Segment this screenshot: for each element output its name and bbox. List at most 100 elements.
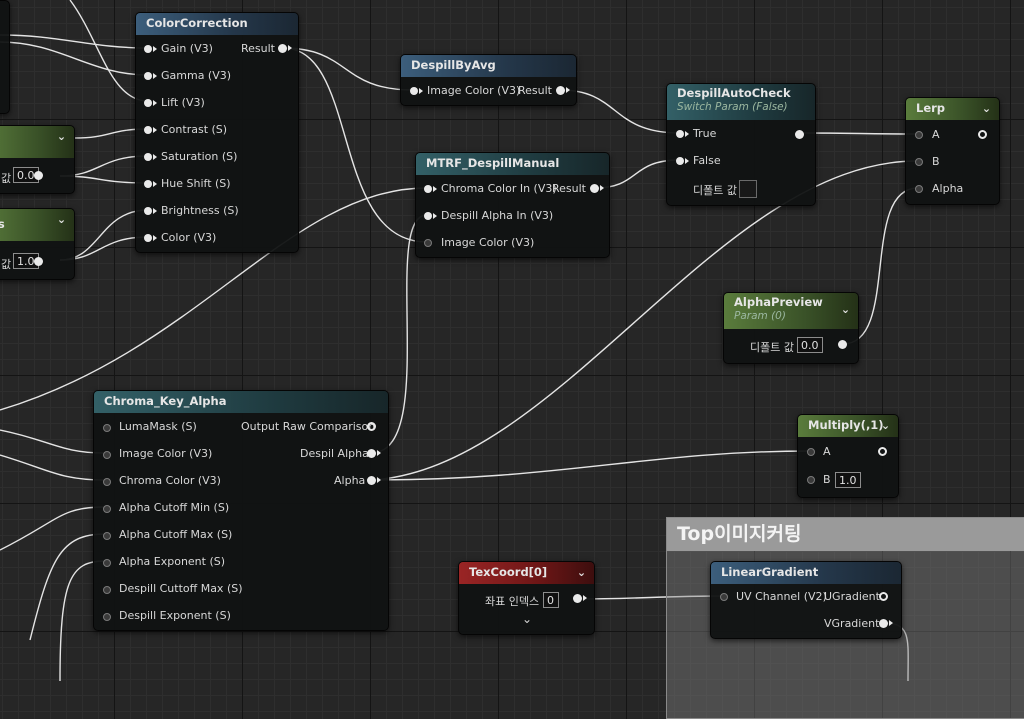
linear-gradient-node[interactable]: LinearGradient UV Channel (V2) UGradient… bbox=[710, 561, 902, 639]
input-pin-false[interactable] bbox=[676, 157, 689, 165]
output-pin[interactable] bbox=[838, 340, 847, 349]
node-header[interactable]: DespillByAvg bbox=[401, 55, 576, 77]
default-value-label: 디폴트 값 bbox=[693, 184, 737, 197]
input-pin-despill-alpha[interactable] bbox=[424, 212, 437, 220]
input-pin-despill-exponent[interactable] bbox=[103, 613, 111, 621]
input-pin-true[interactable] bbox=[676, 130, 689, 138]
node-header[interactable]: Lerp ⌄ bbox=[906, 98, 999, 120]
input-pin-chroma-color[interactable] bbox=[103, 478, 111, 486]
texcoord-node[interactable]: TexCoord[0] ⌄ 좌표 인덱스 0 ⌄ bbox=[458, 561, 595, 635]
output-pin-result[interactable] bbox=[556, 86, 570, 95]
expand-icon[interactable]: ⌄ bbox=[522, 612, 533, 626]
lerp-node[interactable]: Lerp ⌄ A B Alpha bbox=[905, 97, 1000, 205]
chevron-down-icon[interactable]: ⌄ bbox=[56, 213, 67, 226]
input-pin-b[interactable] bbox=[915, 158, 923, 166]
input-label: Brightness (S) bbox=[161, 204, 239, 217]
input-pin-b[interactable] bbox=[807, 476, 815, 484]
output-pin[interactable] bbox=[878, 447, 887, 456]
value-field[interactable]: 0.0 bbox=[13, 167, 39, 183]
input-pin-alpha-cutoff-max[interactable] bbox=[103, 532, 111, 540]
node-header[interactable]: Multiply(,1) ⌄ bbox=[798, 415, 898, 437]
node-header[interactable]: ss ⌄ bbox=[0, 209, 74, 241]
input-label: Alpha Cutoff Max (S) bbox=[119, 528, 233, 541]
node-header[interactable]: MTRF_DespillManual bbox=[416, 153, 609, 175]
chevron-down-icon[interactable]: ⌄ bbox=[981, 102, 992, 115]
output-pin[interactable] bbox=[978, 130, 987, 139]
index-value-field[interactable]: 0 bbox=[543, 592, 559, 608]
output-pin-result[interactable] bbox=[278, 44, 292, 53]
input-pin-a[interactable] bbox=[807, 448, 815, 456]
input-pin-chroma-color[interactable] bbox=[424, 185, 437, 193]
input-label: Image Color (V3) bbox=[427, 84, 521, 97]
wire bbox=[842, 187, 919, 345]
param-node-partial-upper[interactable]: ⌄ 값 0.0 bbox=[0, 125, 75, 194]
node-header[interactable]: ⌄ bbox=[0, 126, 74, 158]
chroma-key-alpha-node[interactable]: Chroma_Key_Alpha LumaMask (S) Image Colo… bbox=[93, 390, 389, 631]
chevron-down-icon[interactable]: ⌄ bbox=[576, 566, 587, 579]
input-pin-image-color[interactable] bbox=[424, 239, 432, 247]
input-pin-alpha-exponent[interactable] bbox=[103, 559, 111, 567]
output-pin[interactable] bbox=[795, 130, 804, 139]
param-node-partial-lower[interactable]: ss ⌄ 값 1.0 bbox=[0, 208, 75, 280]
input-label: Saturation (S) bbox=[161, 150, 238, 163]
input-pin-uv-channel[interactable] bbox=[720, 593, 728, 601]
input-pin-alpha[interactable] bbox=[915, 185, 923, 193]
input-pin-brightness[interactable] bbox=[144, 207, 157, 215]
node-header[interactable]: LinearGradient bbox=[711, 562, 901, 584]
input-label: A bbox=[932, 128, 940, 141]
input-pin-image-color[interactable] bbox=[410, 87, 423, 95]
input-pin-despill-cutoff-max[interactable] bbox=[103, 586, 111, 594]
input-label: A bbox=[823, 445, 831, 458]
default-value-checkbox[interactable] bbox=[739, 180, 757, 198]
output-pin[interactable] bbox=[34, 171, 43, 180]
input-pin-contrast[interactable] bbox=[144, 126, 157, 134]
wire bbox=[370, 214, 428, 454]
input-label: Despill Cuttoff Max (S) bbox=[119, 582, 243, 595]
color-correction-node[interactable]: ColorCorrection Gain (V3) Gamma (V3) Lif… bbox=[135, 12, 299, 253]
input-label: Alpha Cutoff Min (S) bbox=[119, 501, 230, 514]
output-label: Result bbox=[552, 182, 586, 195]
output-pin-ugradient[interactable] bbox=[879, 592, 888, 601]
input-pin-luma-mask[interactable] bbox=[103, 424, 111, 432]
output-pin[interactable] bbox=[573, 594, 587, 603]
input-pin-gamma[interactable] bbox=[144, 72, 157, 80]
value-label: 값 bbox=[1, 258, 12, 271]
value-field[interactable]: 1.0 bbox=[13, 253, 39, 269]
output-label: Alpha bbox=[334, 474, 366, 487]
multiply-node[interactable]: Multiply(,1) ⌄ A B 1.0 bbox=[797, 414, 899, 498]
left-edge-node[interactable] bbox=[0, 0, 10, 114]
input-pin-gain[interactable] bbox=[144, 45, 157, 53]
comment-title[interactable]: Top이미지커팅 bbox=[667, 518, 1024, 551]
input-pin-lift[interactable] bbox=[144, 99, 157, 107]
input-pin-alpha-cutoff-min[interactable] bbox=[103, 505, 111, 513]
despill-by-avg-node[interactable]: DespillByAvg Image Color (V3) Result bbox=[400, 54, 577, 106]
output-pin-alpha[interactable] bbox=[367, 476, 381, 485]
node-header[interactable]: DespillAutoCheck Switch Param (False) bbox=[667, 84, 815, 120]
output-pin-raw-comparison[interactable] bbox=[367, 422, 376, 431]
alpha-preview-node[interactable]: AlphaPreview Param (0) ⌄ 디폴트 값 0.0 bbox=[723, 292, 859, 364]
input-pin-hue-shift[interactable] bbox=[144, 180, 157, 188]
wire bbox=[559, 89, 681, 134]
chevron-down-icon[interactable]: ⌄ bbox=[880, 419, 891, 432]
output-pin-vgradient[interactable] bbox=[879, 619, 893, 628]
output-pin-despil-alpha[interactable] bbox=[367, 449, 381, 458]
chevron-down-icon[interactable]: ⌄ bbox=[840, 303, 851, 316]
node-header[interactable]: Chroma_Key_Alpha bbox=[94, 391, 388, 413]
node-title: Lerp bbox=[916, 101, 946, 115]
mtrf-despill-manual-node[interactable]: MTRF_DespillManual Chroma Color In (V3) … bbox=[415, 152, 610, 258]
output-pin-result[interactable] bbox=[590, 184, 604, 193]
input-label: Despill Alpha In (V3) bbox=[441, 209, 554, 222]
input-pin-color[interactable] bbox=[144, 234, 157, 242]
output-pin[interactable] bbox=[34, 257, 43, 266]
input-pin-saturation[interactable] bbox=[144, 153, 157, 161]
input-label: B bbox=[932, 155, 940, 168]
default-value-field[interactable]: 0.0 bbox=[797, 337, 823, 353]
node-header[interactable]: TexCoord[0] ⌄ bbox=[459, 562, 594, 584]
input-pin-image-color[interactable] bbox=[103, 451, 111, 459]
node-header[interactable]: AlphaPreview Param (0) ⌄ bbox=[724, 293, 858, 329]
chevron-down-icon[interactable]: ⌄ bbox=[56, 130, 67, 143]
node-header[interactable]: ColorCorrection bbox=[136, 13, 298, 35]
despill-auto-check-node[interactable]: DespillAutoCheck Switch Param (False) Tr… bbox=[666, 83, 816, 206]
input-pin-a[interactable] bbox=[915, 131, 923, 139]
b-value-field[interactable]: 1.0 bbox=[835, 472, 861, 488]
